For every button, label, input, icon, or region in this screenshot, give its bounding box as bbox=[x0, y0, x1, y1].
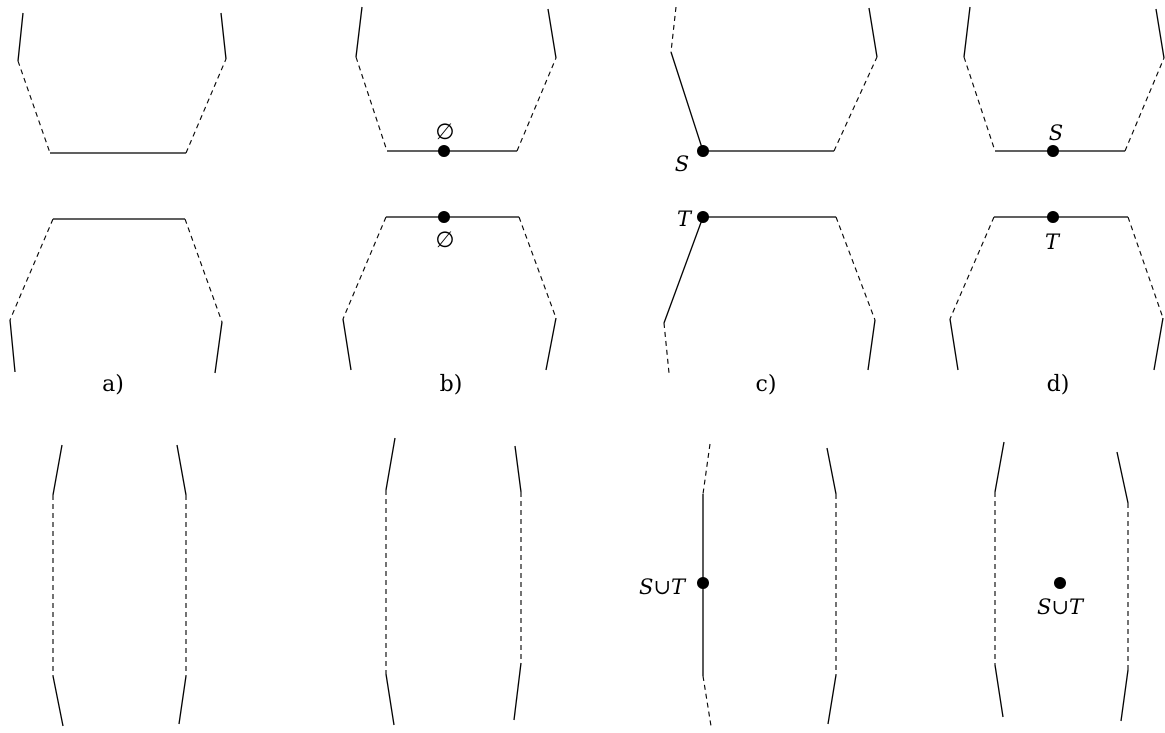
caption-b: b) bbox=[440, 372, 463, 397]
panel-a-top bbox=[9, 12, 227, 374]
point-b-bottom bbox=[438, 211, 450, 223]
point-d-bottom bbox=[1047, 211, 1059, 223]
point-d-merged bbox=[1054, 577, 1066, 589]
caption-c: c) bbox=[756, 372, 777, 397]
point-c-top bbox=[697, 145, 709, 157]
point-c-merged bbox=[697, 577, 709, 589]
panel-c-bottom bbox=[697, 443, 837, 727]
point-c-bottom bbox=[697, 211, 709, 223]
panel-a-bottom bbox=[52, 444, 187, 727]
caption-d: d) bbox=[1047, 372, 1070, 397]
label-b-bottom-empty: ∅ bbox=[435, 228, 454, 253]
point-d-top bbox=[1047, 145, 1059, 157]
label-c-S: S bbox=[675, 152, 689, 176]
label-c-T: T bbox=[677, 207, 693, 231]
label-d-S: S bbox=[1049, 121, 1063, 145]
panel-b-top bbox=[342, 6, 557, 371]
panel-c-top bbox=[663, 6, 878, 374]
panel-d-top bbox=[949, 6, 1165, 371]
label-d-S-union-T: S∪T bbox=[1037, 595, 1085, 619]
panel-b-bottom bbox=[385, 437, 522, 726]
label-d-T: T bbox=[1045, 230, 1061, 254]
label-c-S-union-T: S∪T bbox=[639, 575, 687, 599]
label-b-top-empty: ∅ bbox=[435, 120, 454, 145]
panel-d-bottom bbox=[994, 441, 1129, 722]
point-b-top bbox=[438, 145, 450, 157]
caption-a: a) bbox=[102, 372, 124, 397]
